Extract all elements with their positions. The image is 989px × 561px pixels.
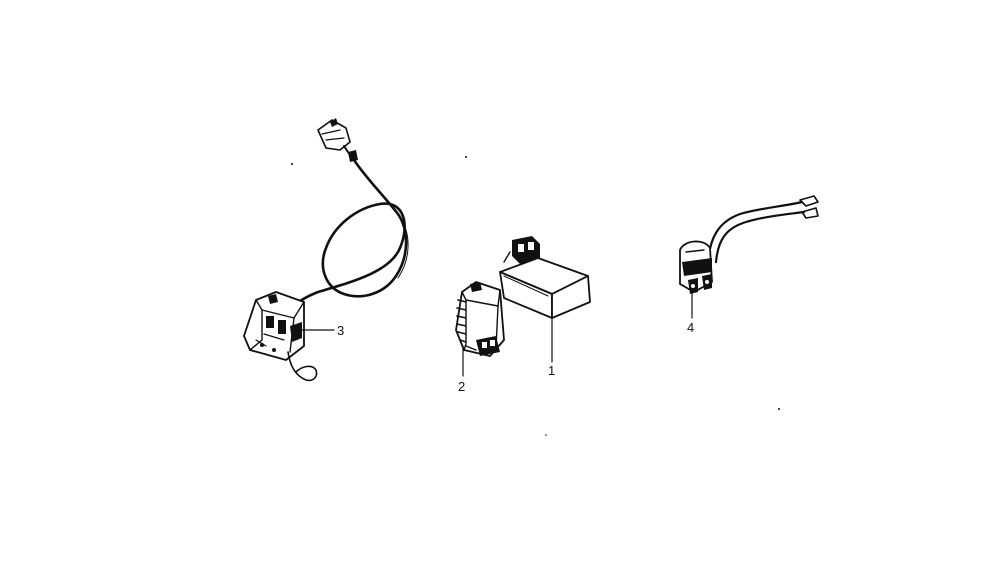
starter-relay (679, 195, 819, 294)
relay-cable-upper (706, 200, 804, 264)
coil-body (243, 291, 305, 361)
callout-4: 4 (687, 320, 694, 335)
cdi-unit (499, 236, 591, 319)
cooling-fins (456, 299, 467, 343)
relay-cable-lower (714, 210, 806, 264)
leader-lines (299, 291, 693, 377)
ignition-coil-assembly (243, 118, 409, 382)
ht-lead-cable (292, 158, 408, 308)
regulator-rectifier (455, 281, 505, 357)
callout-3: 3 (337, 323, 344, 338)
callout-labels: 1 2 3 4 (337, 320, 694, 394)
primary-wire (287, 351, 318, 382)
callout-2: 2 (458, 379, 465, 394)
callout-1: 1 (548, 363, 555, 378)
spark-plug-cap (317, 118, 358, 162)
scan-specks (291, 156, 780, 436)
